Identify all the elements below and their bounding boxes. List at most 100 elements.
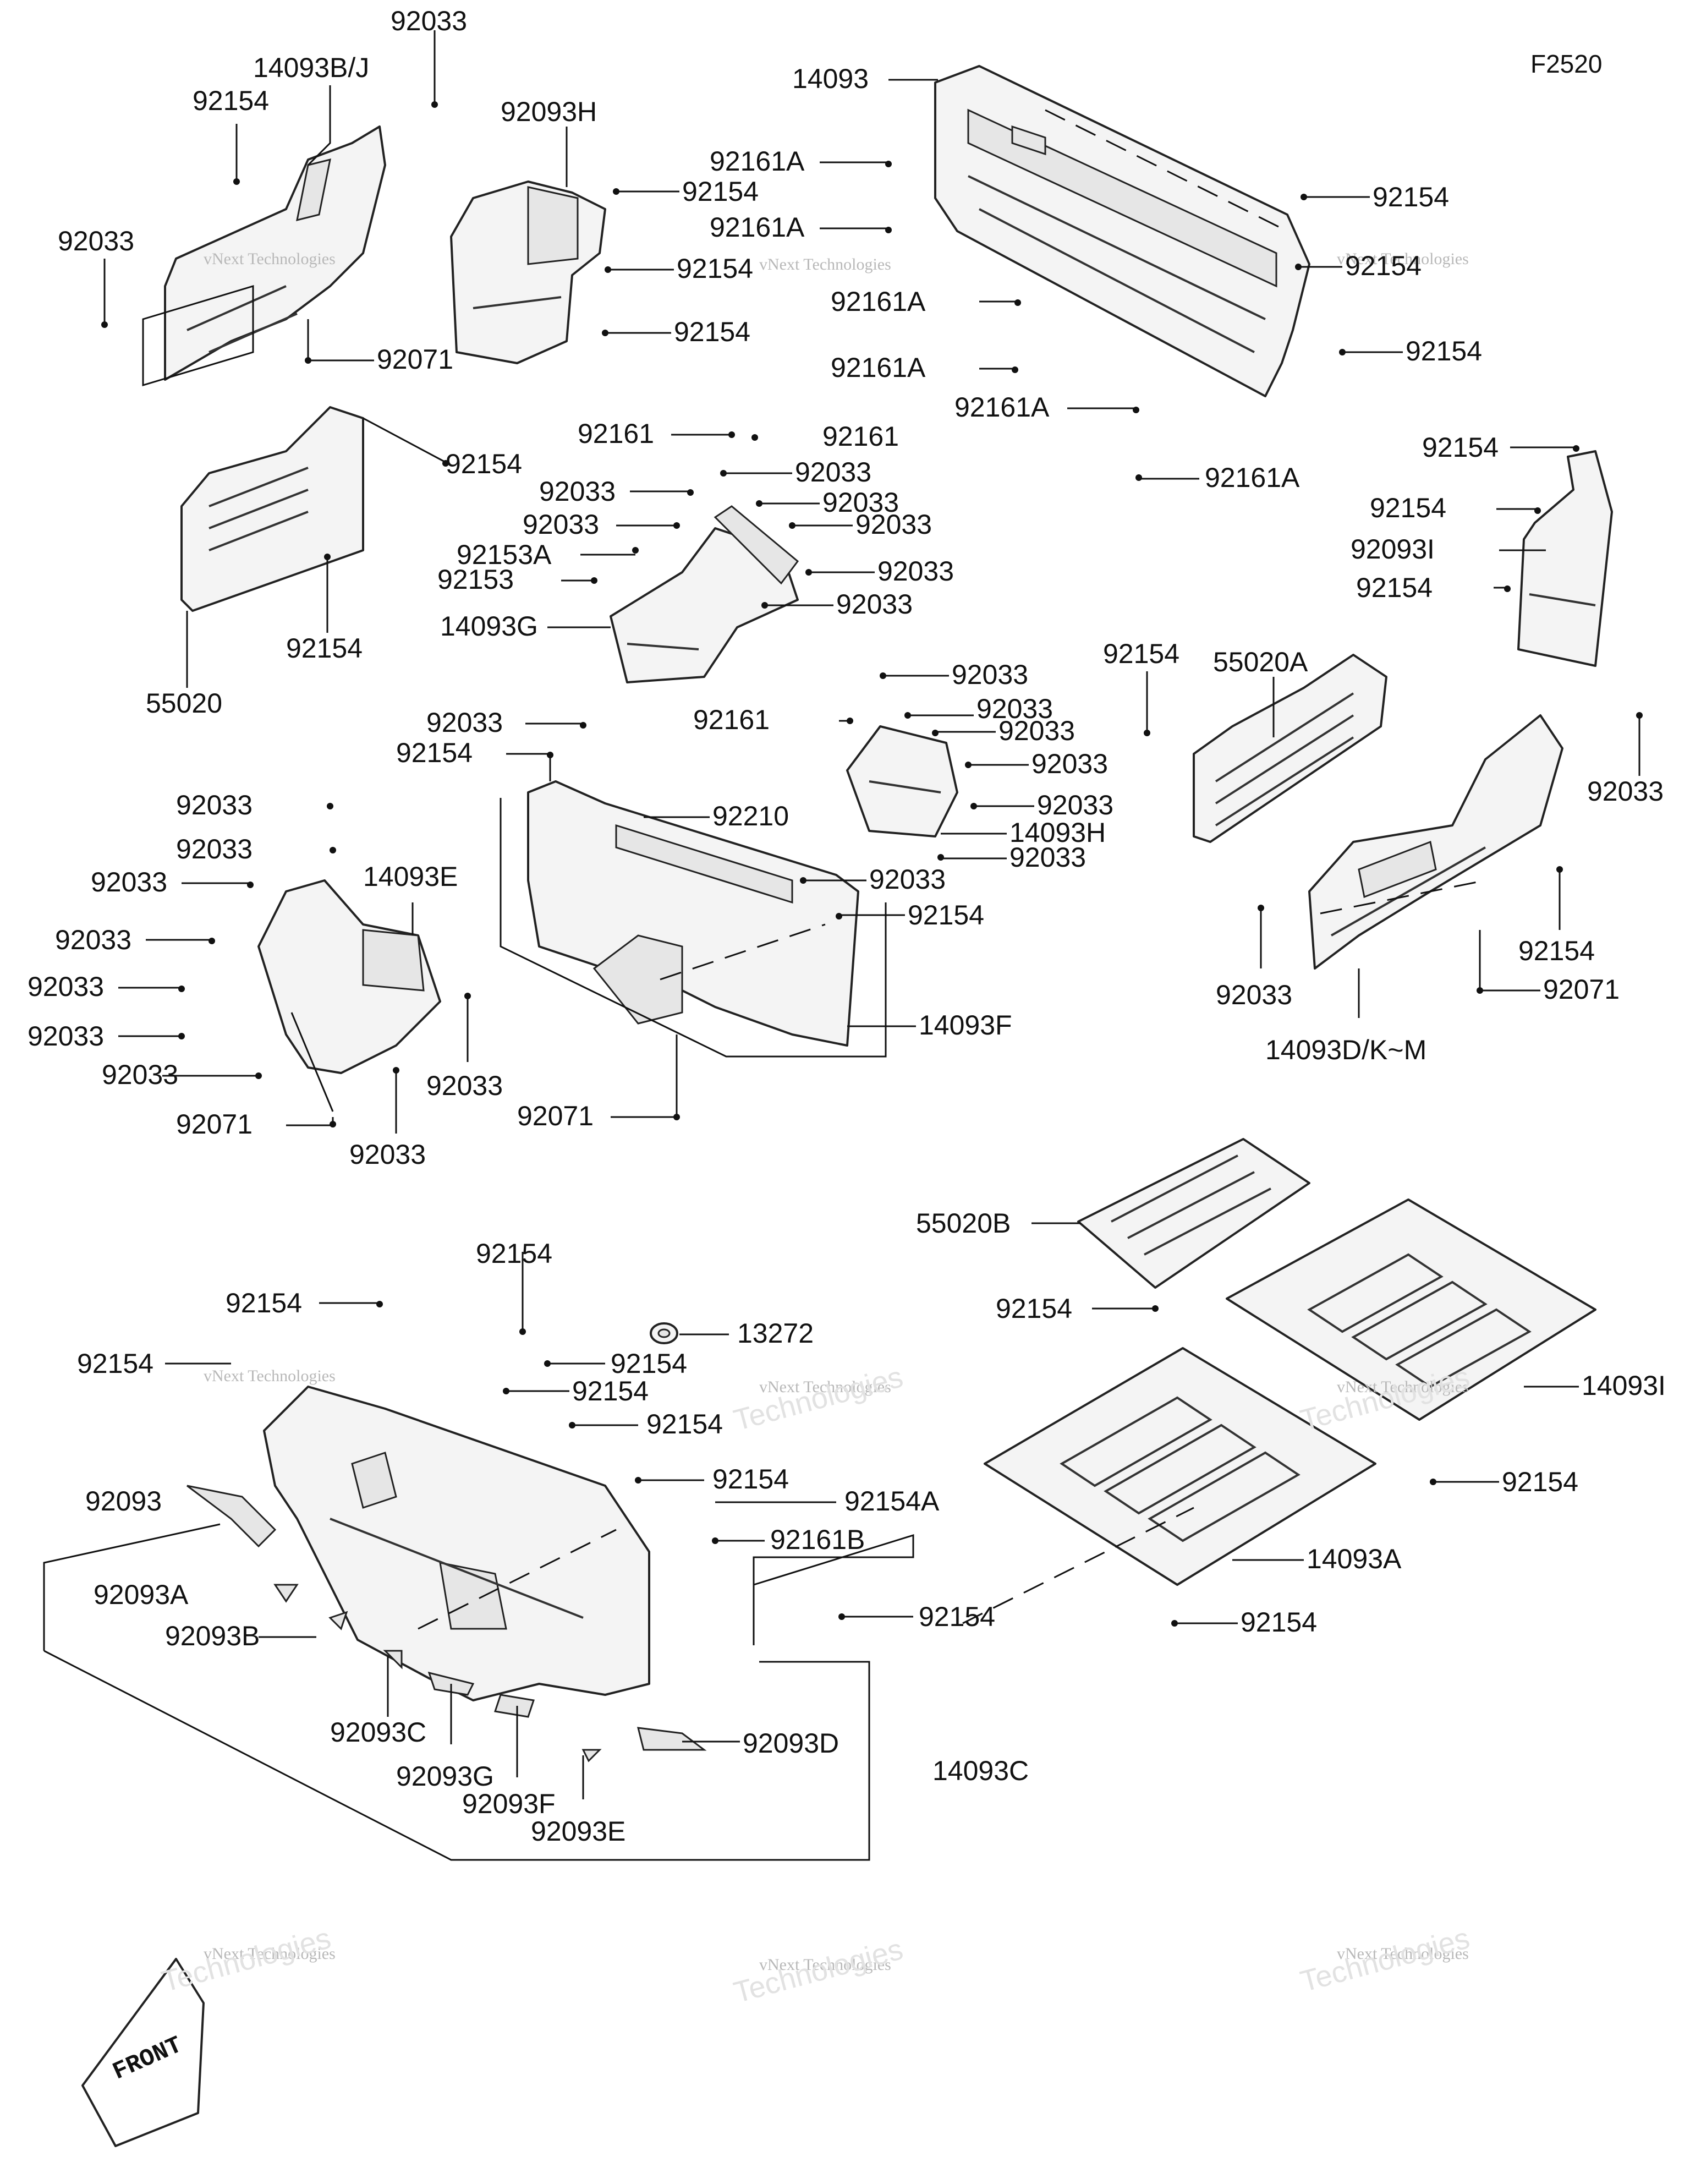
svg-text:vNext Technologies: vNext Technologies xyxy=(204,250,336,268)
label-l45: 92033 xyxy=(1031,748,1108,779)
label-l37: 92033 xyxy=(836,589,913,620)
label-l36: 92153 xyxy=(437,564,514,595)
svg-text:vNext Technologies: vNext Technologies xyxy=(1337,1945,1469,1963)
label-l61: 92033 xyxy=(55,924,131,955)
label-l16: 92161A xyxy=(1205,462,1300,493)
part-92093i-duct xyxy=(1517,450,1613,667)
part-14093f-panel xyxy=(527,780,859,1047)
label-l55: 14093F xyxy=(919,1010,1012,1041)
label-l31: 92033 xyxy=(822,487,899,518)
svg-text:Technologies: Technologies xyxy=(1297,1922,1473,1999)
label-l95: 14093C xyxy=(932,1755,1029,1786)
part-92093h-duct xyxy=(450,180,606,364)
part-55020-mat xyxy=(180,406,364,612)
svg-text:Technologies: Technologies xyxy=(731,1360,907,1437)
label-l10: 14093 xyxy=(792,63,869,94)
label-l52: 92210 xyxy=(712,801,789,831)
label-l56: 92071 xyxy=(517,1101,594,1131)
label-l87: 92093 xyxy=(85,1486,162,1517)
part-14093e-corner xyxy=(257,879,441,1074)
label-l96: 92093F xyxy=(462,1788,556,1819)
label-l73: 92154 xyxy=(996,1293,1072,1324)
label-l84: 92154 xyxy=(646,1409,723,1439)
label-l17: 92154 xyxy=(1373,182,1449,212)
label-l41: 92033 xyxy=(952,659,1028,690)
label-l86: 92154A xyxy=(844,1486,940,1517)
part-14093c-front-tub xyxy=(263,1386,650,1701)
part-labels: 92033 14093B/J 92154 92033 92071 92093H … xyxy=(28,6,1666,1847)
label-l06: 92093H xyxy=(501,96,597,127)
label-l77: 92154 xyxy=(1241,1607,1317,1638)
label-l29: 92033 xyxy=(795,457,871,488)
label-l04: 92033 xyxy=(58,226,134,256)
part-14093d-assembly xyxy=(1308,714,1563,970)
part-55020b-mat xyxy=(1077,1138,1310,1289)
label-l35: 92033 xyxy=(877,556,954,587)
label-l69: 92033 xyxy=(1216,979,1292,1010)
svg-text:vNext Technologies: vNext Technologies xyxy=(759,255,891,273)
label-l68: 92154 xyxy=(1518,935,1595,966)
leader-lines xyxy=(101,30,1643,1799)
svg-text:vNext Technologies: vNext Technologies xyxy=(204,1945,336,1963)
label-l44: 92033 xyxy=(998,715,1075,746)
svg-text:vNext Technologies: vNext Technologies xyxy=(759,1956,891,1974)
part-14093-rear-panel xyxy=(934,65,1310,397)
part-14093h-bracket xyxy=(846,725,958,838)
label-l28: 92161 xyxy=(822,421,899,452)
label-l49: 92033 xyxy=(1587,776,1664,807)
svg-text:vNext Technologies: vNext Technologies xyxy=(1337,250,1469,268)
label-l22: 92093I xyxy=(1351,534,1435,565)
label-l15: 92161A xyxy=(954,392,1050,423)
label-l54: 92154 xyxy=(908,900,984,930)
label-l64: 92033 xyxy=(102,1059,178,1090)
label-l62: 92033 xyxy=(28,971,104,1002)
label-l75: 92154 xyxy=(1502,1466,1578,1497)
label-l66: 92071 xyxy=(176,1109,253,1140)
svg-text:vNext Technologies: vNext Technologies xyxy=(1337,1378,1469,1396)
label-l11: 92161A xyxy=(710,146,805,177)
label-l34: 92153A xyxy=(457,539,552,570)
label-l88: 92161B xyxy=(770,1524,865,1555)
label-l46: 92033 xyxy=(1037,790,1113,820)
label-l02: 14093B/J xyxy=(253,52,369,83)
label-l82: 92154 xyxy=(77,1348,153,1379)
label-l79: 92154 xyxy=(226,1288,302,1318)
label-l65: 92033 xyxy=(426,1070,503,1101)
label-l01: 92033 xyxy=(391,6,467,36)
label-l67: 92033 xyxy=(349,1139,426,1170)
label-l20: 92154 xyxy=(1422,432,1499,463)
front-arrow: FRONT xyxy=(81,1958,205,2147)
label-l27: 92161 xyxy=(578,418,654,449)
label-l60: 92033 xyxy=(91,867,167,897)
part-14093a-floor xyxy=(984,1347,1376,1586)
part-14093g-box xyxy=(610,505,799,683)
label-l30: 92033 xyxy=(539,476,616,507)
svg-text:Technologies: Technologies xyxy=(158,1922,334,1999)
label-l14: 92161A xyxy=(831,352,926,383)
figure-ref: F2520 xyxy=(1530,50,1602,78)
label-l76: 14093A xyxy=(1307,1543,1402,1574)
label-l21: 92154 xyxy=(1370,492,1446,523)
label-l05: 92071 xyxy=(377,344,453,375)
label-l80: 13272 xyxy=(737,1318,814,1349)
label-l12: 92161A xyxy=(710,212,805,243)
label-l50: 92033 xyxy=(426,707,503,738)
label-l40: 55020A xyxy=(1213,647,1308,677)
label-l09: 92154 xyxy=(674,316,750,347)
part-55020a-mat xyxy=(1193,654,1387,843)
label-l47: 14093H xyxy=(1009,817,1106,848)
label-l89: 92093A xyxy=(94,1579,189,1610)
label-l53: 92033 xyxy=(869,864,946,895)
label-l43: 92033 xyxy=(976,693,1053,724)
label-l91: 92154 xyxy=(919,1601,995,1632)
label-l39: 92154 xyxy=(1103,638,1179,669)
label-l71: 14093D/K~M xyxy=(1265,1034,1426,1065)
part-92093-trim-pieces xyxy=(186,1485,707,1762)
group-outlines xyxy=(43,109,1486,1861)
label-l83: 92154 xyxy=(572,1376,649,1406)
label-l23: 92154 xyxy=(1356,572,1433,603)
label-l72: 55020B xyxy=(916,1208,1011,1239)
label-l93: 92093D xyxy=(743,1728,839,1759)
label-l03: 92154 xyxy=(193,85,269,116)
